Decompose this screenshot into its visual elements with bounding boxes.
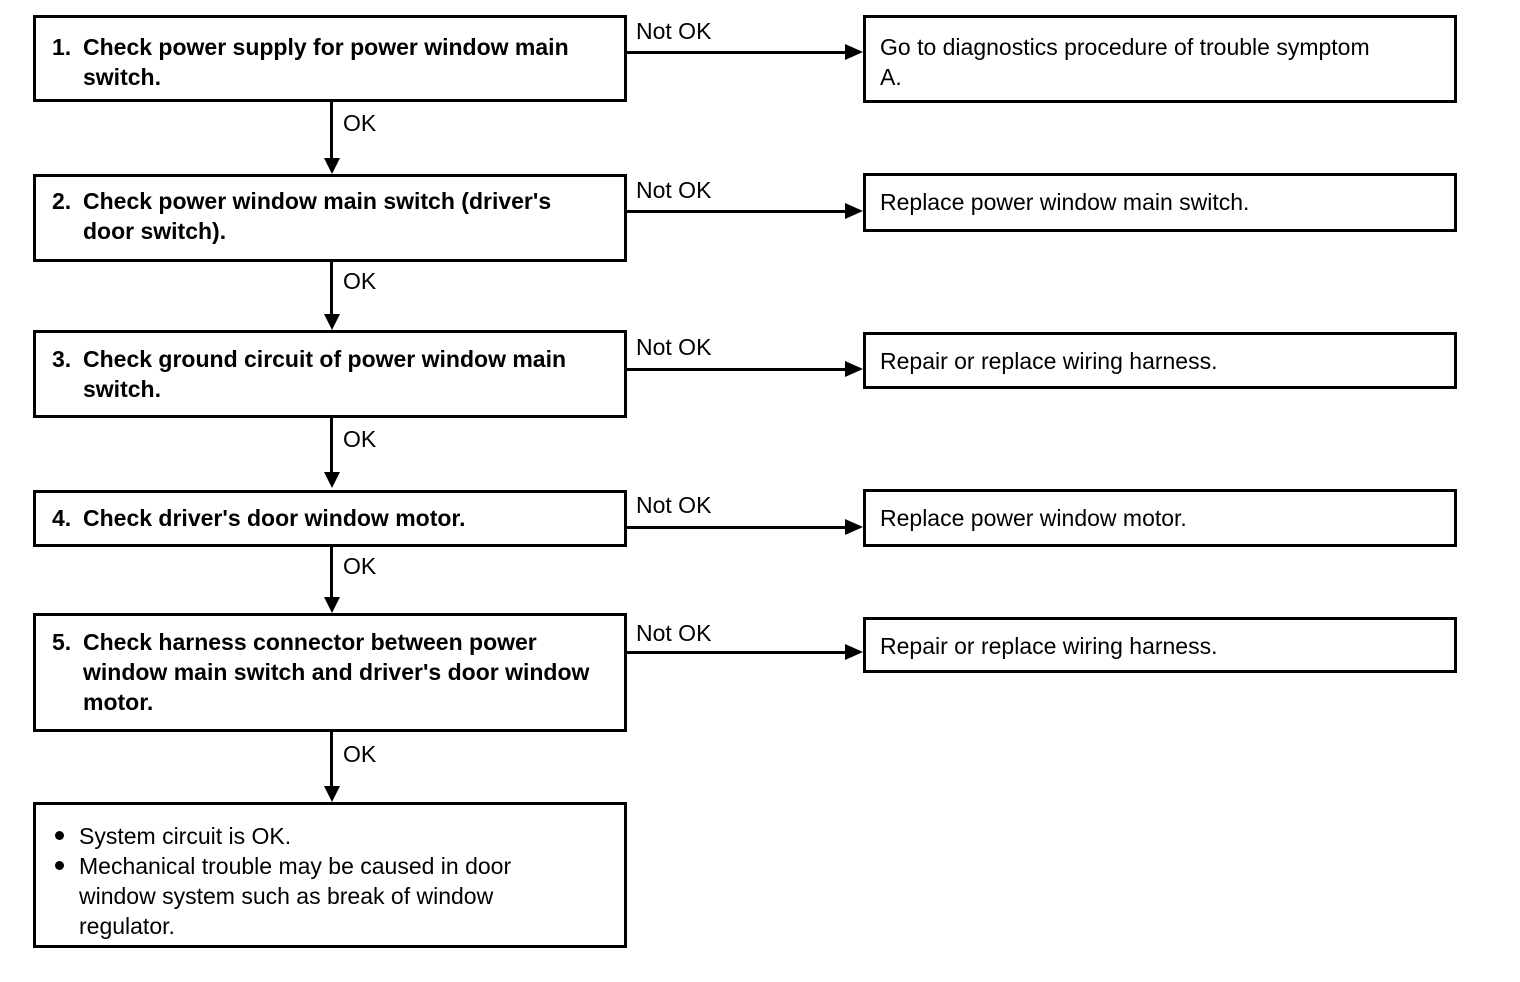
result-box-5: Repair or replace wiring harness. <box>863 617 1457 673</box>
result-box-4: Replace power window motor. <box>863 489 1457 547</box>
result-box-3: Repair or replace wiring harness. <box>863 332 1457 389</box>
not-ok-label-3: Not OK <box>636 334 712 360</box>
arrow-head-right-icon <box>845 203 863 219</box>
step-instruction: Check ground circuit of power window mai… <box>83 346 567 402</box>
step-box-4: 4. Check driver's door window motor. <box>33 490 627 547</box>
result-box-2: Replace power window main switch. <box>863 173 1457 232</box>
result-box-1: Go to diagnostics procedure of trouble s… <box>863 15 1457 103</box>
step-number: 2. <box>52 188 72 214</box>
not-ok-label-5: Not OK <box>636 620 712 646</box>
step-instruction: Check power supply for power window main… <box>83 34 569 90</box>
ok-label-5: OK <box>343 741 377 767</box>
bullet-icon <box>55 851 79 870</box>
ok-arrow-line-4 <box>330 547 333 597</box>
ok-arrow-line-2 <box>330 262 333 316</box>
arrow-head-down-icon <box>324 314 340 330</box>
not-ok-arrow-line-1 <box>627 51 849 54</box>
ok-label-4: OK <box>343 553 377 579</box>
result-text: Repair or replace wiring harness. <box>880 348 1218 374</box>
conclusion-item: Mechanical trouble may be caused in door… <box>55 851 564 941</box>
step-instruction: Check driver's door window motor. <box>83 505 466 531</box>
conclusion-text: Mechanical trouble may be caused in door… <box>79 853 512 939</box>
conclusion-text: System circuit is OK. <box>79 823 292 849</box>
result-text: Repair or replace wiring harness. <box>880 633 1218 659</box>
not-ok-label-4: Not OK <box>636 492 712 518</box>
step-number: 5. <box>52 629 72 655</box>
arrow-head-right-icon <box>845 644 863 660</box>
arrow-head-right-icon <box>845 361 863 377</box>
step-number: 3. <box>52 346 72 372</box>
arrow-head-right-icon <box>845 519 863 535</box>
step-box-2: 2. Check power window main switch (drive… <box>33 174 627 262</box>
result-text: Replace power window motor. <box>880 505 1187 531</box>
step-instruction: Check power window main switch (driver's… <box>83 188 552 244</box>
ok-arrow-line-1 <box>330 102 333 160</box>
not-ok-arrow-line-4 <box>627 526 849 529</box>
conclusion-item: System circuit is OK. <box>55 821 564 851</box>
ok-arrow-line-3 <box>330 418 333 474</box>
result-text: Replace power window main switch. <box>880 189 1250 215</box>
not-ok-arrow-line-2 <box>627 210 849 213</box>
not-ok-arrow-line-3 <box>627 368 849 371</box>
ok-label-3: OK <box>343 426 377 452</box>
step-box-5: 5. Check harness connector between power… <box>33 613 627 732</box>
arrow-head-down-icon <box>324 786 340 802</box>
arrow-head-right-icon <box>845 44 863 60</box>
not-ok-label-2: Not OK <box>636 177 712 203</box>
ok-label-2: OK <box>343 268 377 294</box>
step-number: 4. <box>52 505 72 531</box>
step-instruction: Check harness connector between power wi… <box>83 629 590 715</box>
step-box-1: 1. Check power supply for power window m… <box>33 15 627 102</box>
step-number: 1. <box>52 34 72 60</box>
bullet-icon <box>55 821 79 840</box>
arrow-head-down-icon <box>324 472 340 488</box>
conclusion-box: System circuit is OK. Mechanical trouble… <box>33 802 627 948</box>
not-ok-arrow-line-5 <box>627 651 849 654</box>
step-box-3: 3. Check ground circuit of power window … <box>33 330 627 418</box>
ok-arrow-line-5 <box>330 732 333 788</box>
ok-label-1: OK <box>343 110 377 136</box>
not-ok-label-1: Not OK <box>636 18 712 44</box>
result-text: Go to diagnostics procedure of trouble s… <box>880 34 1370 90</box>
arrow-head-down-icon <box>324 158 340 174</box>
arrow-head-down-icon <box>324 597 340 613</box>
